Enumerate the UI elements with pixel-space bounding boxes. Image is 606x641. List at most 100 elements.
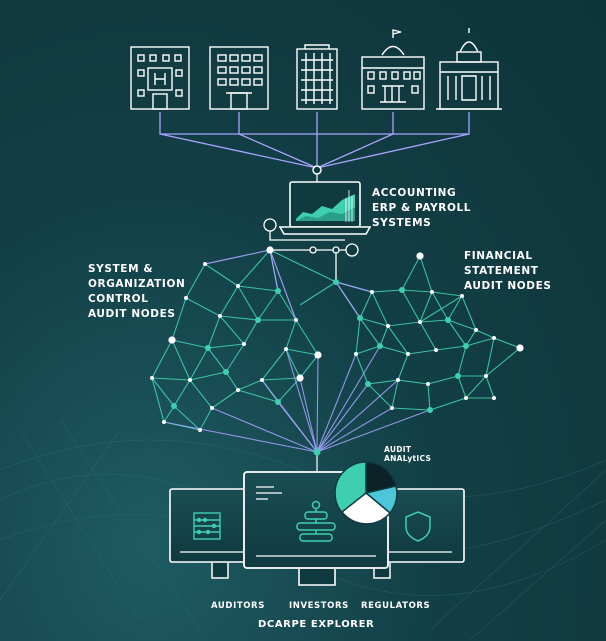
network-node: [474, 328, 478, 332]
mesh-edge: [285, 348, 301, 379]
mesh-edge: [387, 325, 409, 355]
hospital-building-icon: [130, 46, 190, 110]
bank-building-icon: [361, 29, 425, 110]
network-node: [284, 347, 288, 351]
mesh-edge: [207, 343, 245, 349]
accounting-systems-label: ACCOUNTING ERP & PAYROLL SYSTEMS: [372, 187, 472, 229]
mesh-edge: [447, 319, 477, 331]
network-node: [377, 343, 383, 349]
pie-chart-icon: [334, 461, 398, 525]
network-node: [266, 246, 274, 254]
mesh-spoke: [299, 377, 318, 453]
mesh-edge: [427, 383, 431, 411]
network-node: [242, 342, 246, 346]
mesh-edge: [391, 379, 399, 409]
mesh-spoke: [316, 409, 431, 453]
mesh-spoke: [335, 281, 373, 293]
mesh-edge: [207, 315, 221, 349]
regulators-label: REGULATORS: [361, 601, 431, 611]
mesh-edge: [163, 405, 175, 423]
mesh-edge: [219, 315, 259, 321]
mesh-edge: [465, 329, 477, 347]
mesh-edge: [419, 255, 433, 293]
network-node: [416, 252, 424, 260]
auditors-label: AUDITORS: [211, 601, 265, 611]
network-node: [365, 381, 371, 387]
mesh-edge: [173, 379, 191, 407]
network-nodes: [150, 246, 524, 432]
mesh-spoke: [316, 383, 369, 453]
mesh-edge: [359, 317, 389, 327]
network-spokes: [163, 249, 431, 453]
mesh-edge: [397, 379, 429, 385]
network-node: [198, 428, 202, 432]
mesh-edge: [371, 291, 389, 327]
network-node: [390, 406, 394, 410]
mesh-edge: [243, 319, 259, 345]
network-node: [184, 296, 188, 300]
mesh-edge: [277, 377, 301, 403]
network-node: [492, 396, 496, 400]
mesh-spoke: [204, 249, 271, 265]
mesh-edge: [189, 371, 227, 381]
mesh-spoke: [269, 249, 297, 321]
mesh-edge: [185, 297, 221, 317]
mesh-spoke: [269, 249, 279, 292]
mesh-edge: [457, 375, 467, 399]
laptop-connectors: [263, 218, 359, 282]
mesh-edge: [211, 389, 239, 409]
mesh-edge: [447, 295, 463, 321]
mesh-edge: [299, 354, 319, 379]
mesh-edge: [225, 343, 245, 373]
mesh-edge: [387, 321, 421, 327]
mesh-edge: [485, 375, 495, 399]
mesh-edge: [171, 339, 209, 349]
network-node: [150, 376, 154, 380]
mesh-spoke: [277, 401, 318, 453]
network-node: [386, 324, 390, 328]
mesh-edge: [219, 315, 245, 345]
mesh-edge: [269, 249, 337, 283]
mesh-edge: [355, 317, 361, 355]
mesh-edge: [465, 337, 495, 347]
financial-audit-nodes-label: FINANCIAL STATEMENT AUDIT NODES: [464, 250, 552, 292]
network-node: [484, 374, 488, 378]
building-connectors: [159, 112, 470, 169]
soc-audit-nodes-label: SYSTEM & ORGANIZATION CONTROL AUDIT NODE…: [88, 263, 186, 320]
mesh-edge: [407, 349, 437, 355]
mesh-edge: [427, 375, 459, 385]
mesh-edge: [199, 407, 213, 431]
mesh-edge: [257, 290, 279, 321]
mesh-edge: [151, 339, 173, 379]
mesh-edge: [151, 377, 175, 407]
network-node: [210, 406, 214, 410]
capitol-building-icon: [436, 28, 502, 110]
mesh-edge: [391, 407, 431, 411]
mesh-edge: [237, 285, 259, 321]
abacus-monitor-icon: [169, 488, 267, 579]
network-node: [255, 317, 261, 323]
laptop-chart-icon: [278, 181, 372, 235]
mesh-edge: [435, 345, 467, 351]
mesh-edge: [237, 389, 279, 403]
mesh-spoke: [316, 345, 381, 453]
mesh-edge: [151, 377, 165, 423]
network-node: [370, 290, 374, 294]
hub-node: [312, 165, 322, 175]
mesh-spoke: [316, 379, 399, 453]
mesh-edge: [419, 291, 433, 323]
mesh-edge: [419, 321, 437, 351]
network-node: [427, 407, 433, 413]
mesh-edge: [277, 290, 297, 321]
mesh-edge: [359, 317, 381, 347]
network-node: [455, 373, 461, 379]
network-node: [426, 382, 430, 386]
mesh-edge: [371, 289, 403, 293]
network-node: [260, 378, 264, 382]
mesh-edge: [379, 325, 389, 347]
mesh-spoke: [316, 354, 319, 453]
network-node: [492, 336, 496, 340]
mesh-edge: [397, 353, 409, 381]
network-node: [464, 396, 468, 400]
